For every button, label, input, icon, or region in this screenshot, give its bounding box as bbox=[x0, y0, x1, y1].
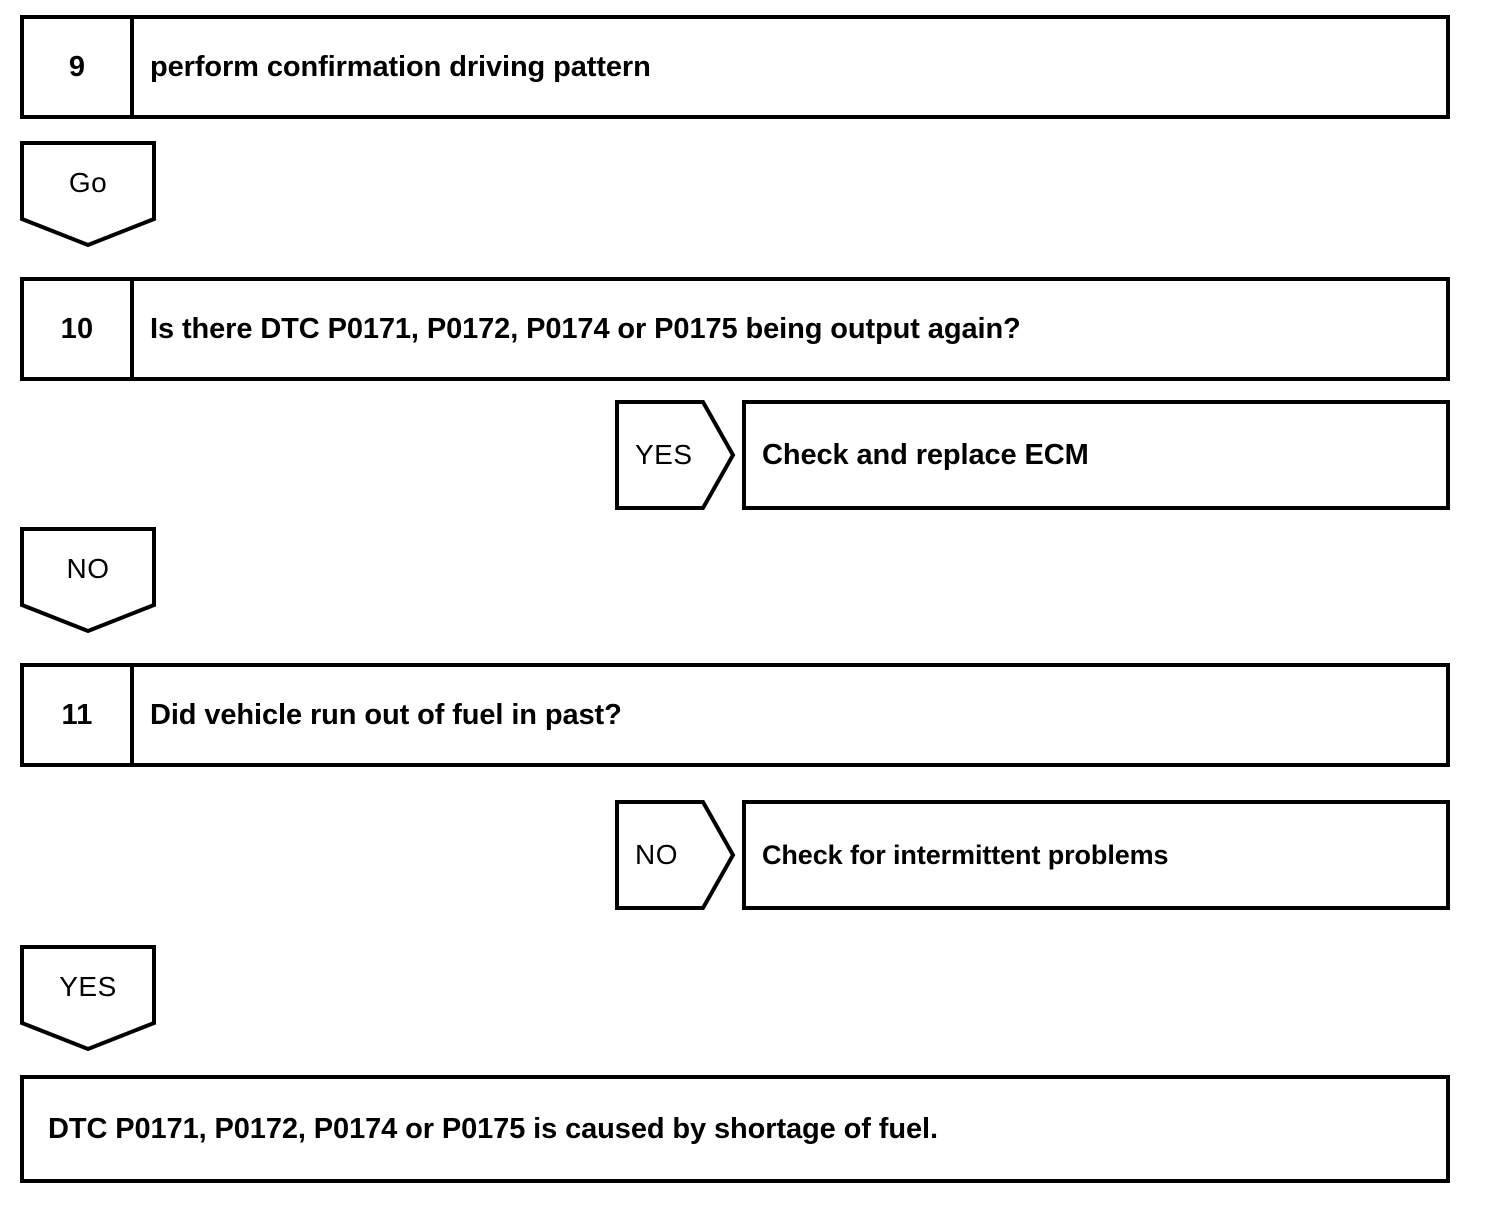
step-row-9: 9 perform confirmation driving pattern bbox=[20, 15, 1450, 119]
branch-arrow-yes: YES bbox=[615, 400, 736, 510]
pentagon-down-shape bbox=[20, 527, 156, 634]
branch-arrow-no-label: NO bbox=[635, 839, 678, 870]
branch-arrow-no: NO bbox=[615, 800, 736, 910]
pentagon-down-shape bbox=[20, 945, 156, 1052]
conclusion-box: DTC P0171, P0172, P0174 or P0175 is caus… bbox=[20, 1075, 1450, 1183]
pentagon-down-shape bbox=[20, 141, 156, 248]
pentagon-right-shape bbox=[615, 800, 736, 910]
branch-arrow-yes-label: YES bbox=[635, 439, 693, 470]
connector-yes: YES bbox=[20, 945, 156, 1053]
step-row-11: 11 Did vehicle run out of fuel in past? bbox=[20, 663, 1450, 767]
result-box-check-intermittent-problems: Check for intermittent problems bbox=[742, 800, 1450, 910]
step-number-11: 11 bbox=[24, 667, 134, 763]
connector-go: Go bbox=[20, 141, 156, 249]
step-row-10: 10 Is there DTC P0171, P0172, P0174 or P… bbox=[20, 277, 1450, 381]
connector-no-label: NO bbox=[66, 553, 110, 584]
result-box-check-replace-ecm: Check and replace ECM bbox=[742, 400, 1450, 510]
pentagon-right-shape bbox=[615, 400, 736, 510]
step-number-10: 10 bbox=[24, 281, 134, 377]
step-text-10: Is there DTC P0171, P0172, P0174 or P017… bbox=[150, 312, 1021, 345]
connector-no: NO bbox=[20, 527, 156, 635]
step-number-9: 9 bbox=[24, 19, 134, 115]
connector-go-label: Go bbox=[68, 167, 108, 198]
connector-yes-label: YES bbox=[59, 971, 117, 1002]
step-text-11: Did vehicle run out of fuel in past? bbox=[150, 698, 622, 731]
step-text-9: perform confirmation driving pattern bbox=[150, 50, 651, 83]
